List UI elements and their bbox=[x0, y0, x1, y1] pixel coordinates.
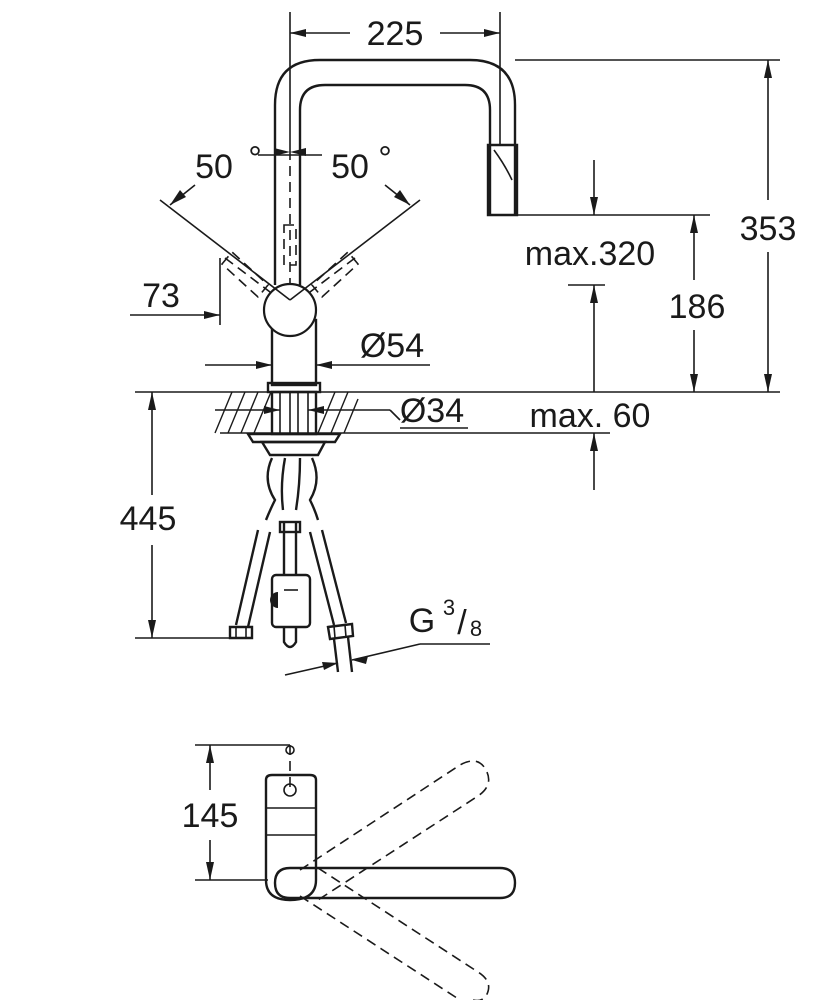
deck-hatching bbox=[214, 391, 359, 434]
side-view bbox=[135, 58, 780, 673]
plan-view bbox=[195, 744, 517, 1000]
dimension-lines bbox=[130, 12, 780, 676]
degree-right: ° bbox=[378, 140, 392, 178]
hoses bbox=[228, 457, 355, 673]
dim-swivel-right: 50 bbox=[331, 148, 369, 186]
dim-thread-den: 8 bbox=[470, 616, 482, 641]
dim-thread-prefix: G bbox=[409, 602, 435, 640]
dim-swivel-left: 50 bbox=[195, 148, 233, 186]
dim-reach: 225 bbox=[367, 15, 424, 53]
dim-spout-clearance: 186 bbox=[669, 288, 726, 326]
dim-total-height: 353 bbox=[740, 210, 797, 248]
left-hose-nut bbox=[228, 625, 254, 640]
faucet-body bbox=[220, 150, 360, 394]
spray-head bbox=[486, 143, 519, 217]
dim-hole-diameter: Ø34 bbox=[400, 392, 464, 430]
mounting-assembly bbox=[214, 390, 359, 457]
plan-lever-rotated-up bbox=[299, 760, 490, 901]
plan-lever bbox=[273, 866, 517, 900]
lever-knob bbox=[262, 282, 318, 338]
dim-hose-length: 445 bbox=[120, 500, 177, 538]
dim-body-diameter: Ø54 bbox=[360, 327, 424, 365]
dim-handle-offset: 73 bbox=[142, 277, 180, 315]
faucet-spout bbox=[273, 58, 519, 285]
dim-max-spout-height: max.320 bbox=[525, 235, 655, 273]
dim-thread-slash: / bbox=[457, 604, 467, 642]
degree-left: ° bbox=[248, 140, 262, 178]
plan-body bbox=[264, 773, 318, 902]
right-hose-nut bbox=[326, 622, 355, 641]
plan-lever-rotated-down bbox=[299, 895, 461, 1000]
dimension-labels: 225 353 max.320 186 50 ° 50 ° 73 Ø54 Ø34… bbox=[120, 15, 797, 835]
dim-thread-num: 3 bbox=[443, 595, 455, 620]
dim-max-deck: max. 60 bbox=[530, 397, 651, 435]
dim-plan-depth: 145 bbox=[182, 797, 239, 835]
